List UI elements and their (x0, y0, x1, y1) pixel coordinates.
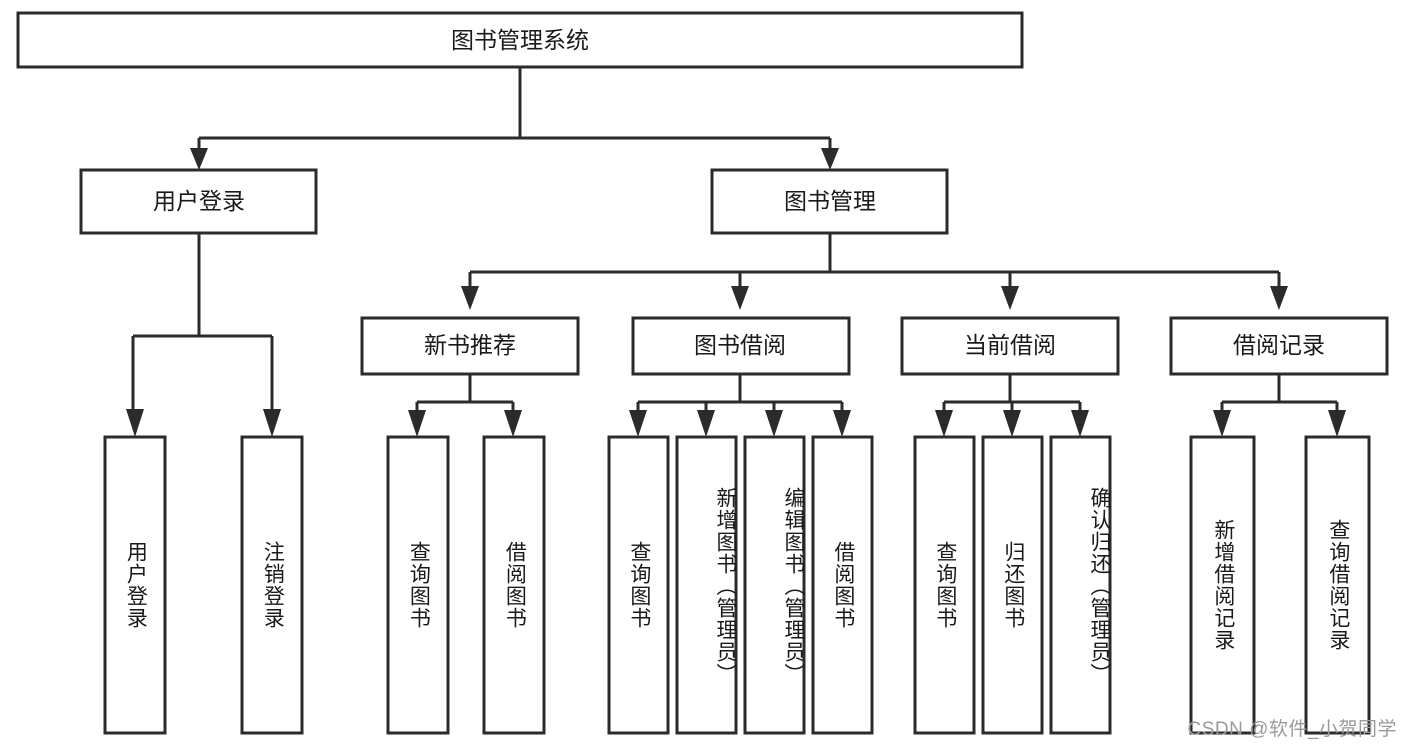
node-book-borrow-rect[interactable] (631, 316, 851, 376)
node-root[interactable]: 图书管理系统 (16, 11, 1024, 69)
node-leaf-add-record-rect[interactable] (1189, 435, 1256, 735)
connector-root-trunk (197, 67, 832, 158)
node-current-borrow[interactable]: 当前借阅 (900, 316, 1120, 376)
arrow-head-borrow-record (1270, 286, 1288, 310)
node-borrow-record[interactable]: 借阅记录 (1169, 316, 1389, 376)
arrow-head-leaf-user-login (126, 409, 144, 437)
node-leaf-edit-book-rect[interactable] (743, 435, 806, 735)
node-leaf-query-record-rect[interactable] (1304, 435, 1371, 735)
node-leaf-borrow-book-2-rect[interactable] (811, 435, 874, 735)
arrow-head-leaf-query-book-3 (935, 410, 953, 437)
node-current-borrow-rect[interactable] (900, 316, 1120, 376)
node-leaf-query-book-2-rect[interactable] (607, 435, 670, 735)
arrow-head-new-book-rec (461, 286, 479, 310)
connector-group (126, 67, 1346, 437)
connector-user-login-branch (131, 233, 274, 418)
arrow-head-leaf-add-record (1213, 410, 1231, 437)
node-leaf-confirm-return-rect[interactable] (1049, 435, 1112, 735)
node-user-login-rect[interactable] (79, 168, 318, 235)
connector-current-borrow-branch (942, 374, 1082, 414)
arrow-head-leaf-return-book (1003, 410, 1021, 437)
node-borrow-record-rect[interactable] (1169, 316, 1389, 376)
arrow-head-leaf-logout (263, 409, 281, 437)
connector-borrow-record-branch (1220, 374, 1339, 414)
node-new-book-rec-rect[interactable] (360, 316, 580, 376)
arrow-head-book-borrow (731, 286, 749, 310)
connector-new-book-rec-branch (415, 374, 515, 414)
arrow-head-leaf-edit-book (765, 410, 783, 437)
node-user-login[interactable]: 用户登录 (79, 168, 318, 235)
node-book-manage[interactable]: 图书管理 (710, 168, 949, 235)
node-user-login-label: 用户登录 (153, 188, 245, 214)
node-book-borrow-label: 图书借阅 (694, 332, 786, 358)
node-new-book-rec[interactable]: 新书推荐 (360, 316, 580, 376)
connector-book-manage-branch (468, 233, 1281, 292)
node-book-borrow[interactable]: 图书借阅 (631, 316, 851, 376)
arrow-head-leaf-query-book-1 (408, 410, 426, 437)
node-leaf-return-book-rect[interactable] (981, 435, 1044, 735)
arrow-head-user-login (190, 148, 208, 170)
node-leaf-add-book-rect[interactable] (675, 435, 738, 735)
arrow-head-leaf-query-book-2 (629, 410, 647, 437)
connector-book-borrow-branch (636, 374, 844, 414)
csdn-watermark: CSDN @软件_小贺同学 (1187, 719, 1397, 740)
node-new-book-rec-label: 新书推荐 (424, 332, 516, 358)
arrow-head-leaf-add-book (697, 410, 715, 437)
node-leaf-borrow-book-1-rect[interactable] (482, 435, 546, 735)
arrow-head-book-manage (821, 148, 839, 170)
node-leaf-logout-rect[interactable] (240, 435, 304, 735)
arrow-head-leaf-borrow-book-1 (504, 410, 522, 437)
node-leaf-query-book-1-rect[interactable] (386, 435, 450, 735)
node-book-manage-label: 图书管理 (784, 188, 876, 214)
node-root-rect[interactable] (16, 11, 1024, 69)
node-root-label: 图书管理系统 (451, 27, 589, 53)
node-current-borrow-label: 当前借阅 (964, 332, 1056, 358)
node-leaf-query-book-3-rect[interactable] (913, 435, 976, 735)
node-leaf-user-login-rect[interactable] (103, 435, 167, 735)
arrow-head-current-borrow (1001, 286, 1019, 310)
node-book-manage-rect[interactable] (710, 168, 949, 235)
arrow-head-leaf-query-record (1328, 410, 1346, 437)
node-borrow-record-label: 借阅记录 (1233, 332, 1325, 358)
arrow-head-leaf-borrow-book-2 (833, 410, 851, 437)
arrow-head-leaf-confirm-return (1071, 410, 1089, 437)
